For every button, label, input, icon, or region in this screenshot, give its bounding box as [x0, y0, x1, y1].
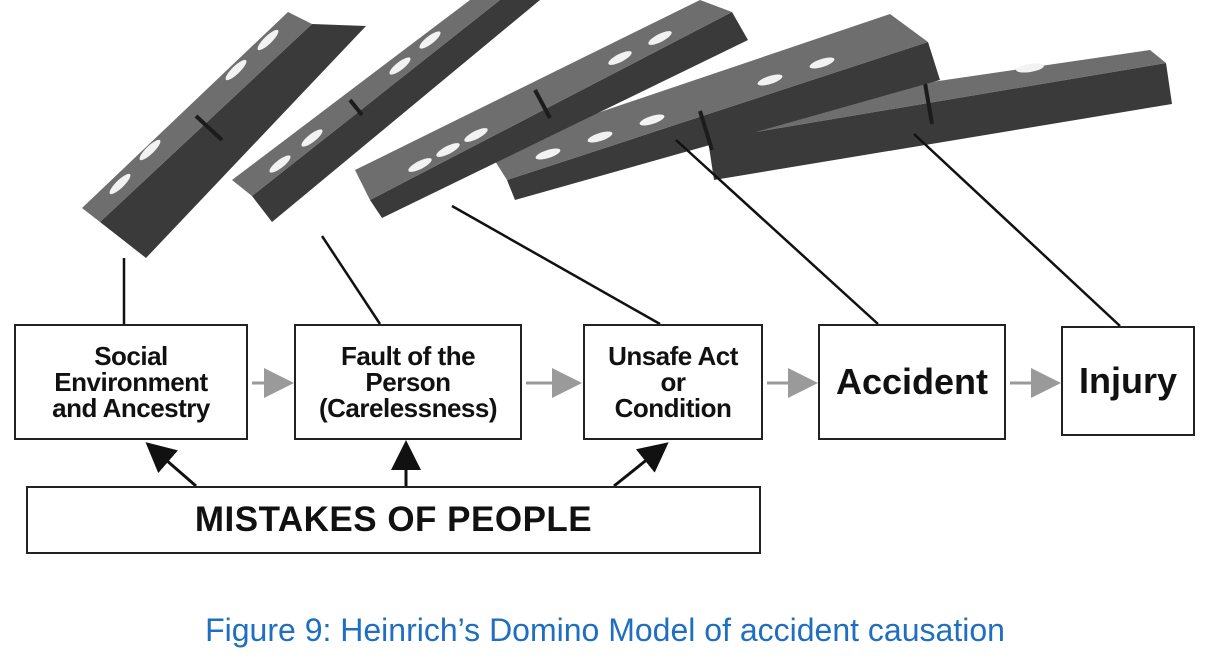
- box-mistakes-of-people: MISTAKES OF PEOPLE: [26, 486, 761, 554]
- box-injury-label: Injury: [1078, 360, 1177, 401]
- arrow-mistakes-to-social: [145, 442, 197, 488]
- connector-fault: [320, 235, 382, 325]
- domino-unsafe: [355, 0, 748, 218]
- box-unsafe-act: Unsafe Act or Condition: [583, 324, 763, 440]
- connector-injury: [913, 133, 1121, 327]
- box-fault-of-person: Fault of the Person (Carelessness): [294, 324, 522, 440]
- box-unsafe-label: Unsafe Act or Condition: [608, 341, 738, 423]
- mistake-arrows: [145, 440, 669, 488]
- connector-accident: [675, 139, 879, 325]
- box-mistakes-label: MISTAKES OF PEOPLE: [194, 500, 593, 539]
- domino-accident: [488, 14, 940, 200]
- figure-caption: Figure 9: Heinrich’s Domino Model of acc…: [205, 612, 1005, 648]
- box-accident-label: Accident: [835, 361, 989, 402]
- arrow-mistakes-to-unsafe: [613, 442, 669, 488]
- domino-connectors: [122, 133, 1121, 327]
- box-social-environment: Social Environment and Ancestry: [14, 324, 248, 440]
- domino-social: [82, 12, 366, 258]
- box-accident: Accident: [818, 324, 1006, 440]
- box-injury: Injury: [1061, 326, 1195, 436]
- domino-fault: [232, 0, 540, 222]
- box-social-label: Social Environment and Ancestry: [52, 341, 210, 423]
- box-fault-label: Fault of the Person (Carelessness): [319, 341, 498, 423]
- connector-unsafe: [451, 204, 661, 326]
